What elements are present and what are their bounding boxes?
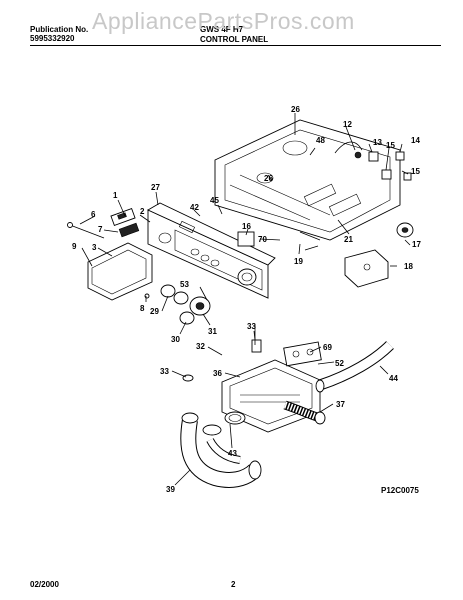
callout-16: 16	[242, 222, 251, 231]
section-title: CONTROL PANEL	[200, 35, 269, 44]
callout-19: 19	[294, 257, 303, 266]
callout-6: 6	[91, 210, 96, 219]
callout-26-lower: 26	[264, 174, 273, 183]
callout-33-upper: 33	[247, 322, 256, 331]
callout-7: 7	[98, 225, 103, 234]
callout-15-lower: 15	[411, 167, 420, 176]
callout-2: 2	[140, 207, 145, 216]
leader-lines	[79, 113, 411, 486]
callout-1: 1	[113, 191, 118, 200]
diagram-code: P12C0075	[381, 486, 419, 495]
callout-69: 69	[323, 343, 332, 352]
elbow-hose	[180, 412, 262, 488]
model-number: GWS 4F H7	[200, 25, 244, 34]
watermark: AppliancePartsPros.com	[92, 8, 355, 34]
callout-26-upper: 26	[291, 105, 300, 114]
callout-29: 29	[150, 307, 159, 316]
publication-label: Publication No.	[30, 25, 89, 34]
callout-30: 30	[171, 335, 180, 344]
callout-45: 45	[210, 196, 219, 205]
callout-12: 12	[343, 120, 352, 129]
callout-42: 42	[190, 203, 199, 212]
callout-labels: 1 2 3 6 7 8 9 12 13 14 15 15 16 17 18 19…	[72, 105, 421, 494]
control-panel-face	[147, 202, 276, 299]
electronic-components	[237, 141, 414, 288]
callout-39: 39	[166, 485, 175, 494]
callout-43: 43	[228, 449, 237, 458]
callout-9: 9	[72, 242, 77, 251]
callout-37: 37	[336, 400, 345, 409]
callout-15-upper: 15	[386, 141, 395, 150]
dispenser-housing	[221, 341, 322, 433]
dispenser-drawer	[67, 207, 153, 301]
water-inlet-assembly	[182, 325, 262, 382]
footer-date: 02/2000	[30, 580, 59, 589]
callout-14: 14	[411, 136, 420, 145]
header-rule	[30, 45, 441, 46]
callout-18: 18	[404, 262, 413, 271]
callout-21: 21	[344, 235, 353, 244]
callout-32: 32	[196, 342, 205, 351]
callout-3: 3	[92, 243, 97, 252]
callout-33-lower: 33	[160, 367, 169, 376]
callout-27: 27	[151, 183, 160, 192]
callout-36: 36	[213, 369, 222, 378]
page-number: 2	[231, 580, 236, 589]
callout-13: 13	[373, 138, 382, 147]
callout-8: 8	[140, 304, 145, 313]
control-panel-frame	[214, 119, 401, 241]
callout-70: 70	[258, 235, 267, 244]
callout-17: 17	[412, 240, 421, 249]
fill-hose	[315, 341, 394, 393]
callout-52: 52	[335, 359, 344, 368]
callout-53: 53	[180, 280, 189, 289]
control-knobs	[144, 284, 211, 325]
callout-48: 48	[316, 136, 325, 145]
callout-31: 31	[208, 327, 217, 336]
publication-number: 5995332920	[30, 34, 75, 43]
callout-44: 44	[389, 374, 398, 383]
